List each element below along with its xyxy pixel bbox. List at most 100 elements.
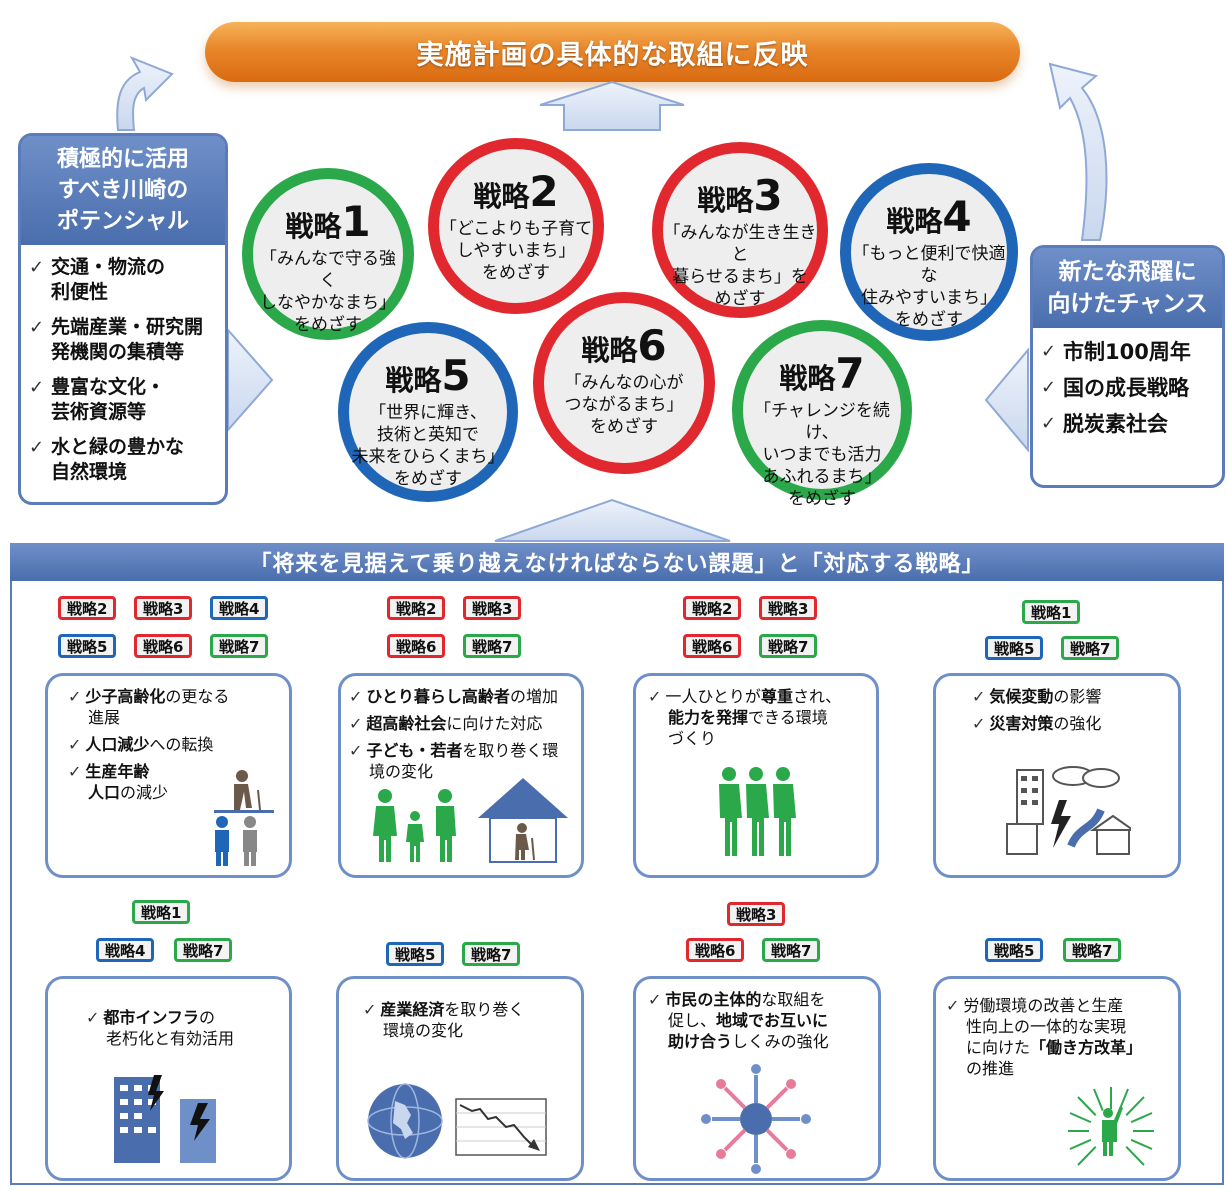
issue-line: の推進	[946, 1058, 1178, 1079]
chance-title: 新たな飛躍に 向けたチャンス	[1033, 248, 1222, 328]
top-banner: 実施計画の具体的な取組に反映	[205, 22, 1020, 82]
tag-strategy-7: 戦略7	[762, 938, 821, 962]
issue-keyword: 生産年齢	[85, 762, 150, 781]
globe-icon	[367, 1083, 443, 1159]
issue-line: に向けた「働き方改革」	[946, 1037, 1178, 1058]
up-arrow-top	[539, 80, 685, 131]
issue-card-7: ✓市民の主体的な取組を 促し、地域でお互いに 助け合うしくみの強化	[633, 976, 881, 1181]
issue-text: しくみの強化	[732, 1032, 829, 1051]
strategy-desc: 「みんなの心が つながるまち」 をめざす	[564, 373, 684, 437]
chance-item: ✓国の成長戦略	[1041, 376, 1189, 400]
issue-text: の強化	[1053, 714, 1102, 733]
strategy-label: 戦略	[581, 334, 638, 367]
strategy-circle-6: 戦略6 「みんなの心が つながるまち」 をめざす	[533, 292, 715, 474]
tag-strategy-3: 戦略3	[759, 596, 818, 620]
right-curve-arrow	[1048, 62, 1108, 241]
tag-strategy-4: 戦略4	[210, 596, 269, 620]
issue-keyword: 子ども・若者	[366, 741, 463, 760]
tag-strategy-2: 戦略2	[387, 596, 446, 620]
strategy-label: 戦略	[779, 362, 836, 395]
issue-text: 環境の変化	[383, 1021, 464, 1040]
issue-line: ✓都市インフラの	[86, 1008, 215, 1027]
potential-item-text: 水と緑の豊かな 自然環境	[51, 436, 185, 483]
issue-keyword: 気候変動	[989, 687, 1054, 706]
issue-line: ✓少子高齢化の更なる	[68, 687, 230, 706]
issue-line: 促し、地域でお互いに	[648, 1010, 878, 1031]
issue-keyword: 能力を発揮	[668, 708, 749, 727]
tag-strategy-1: 戦略1	[1022, 600, 1081, 624]
potential-item-text: 交通・物流の 利便性	[51, 256, 166, 303]
issue-line: づくり	[648, 728, 876, 749]
strategy-label: 戦略	[285, 210, 342, 243]
tag-strategy-3: 戦略3	[727, 902, 786, 926]
strategy-circle-2: 戦略2 「どこよりも子育て しやすいまち」 をめざす	[428, 138, 604, 314]
potential-title: 積極的に活用 すべき川崎の ポテンシャル	[21, 136, 225, 245]
issue-card-8: ✓労働環境の改善と生産 性向上の一体的な実現 に向けた「働き方改革」 の推進	[933, 976, 1181, 1181]
issue-line: ✓一人ひとりが尊重され、	[648, 687, 842, 706]
issue-text: を取り巻く	[444, 1000, 525, 1019]
issue-text: への転換	[149, 735, 214, 754]
left-pointer	[227, 327, 274, 433]
left-curve-arrow	[116, 56, 174, 131]
issue-text: に向けた	[966, 1038, 1031, 1057]
issue-line: ✓ひとり暮らし高齢者の増加	[349, 687, 558, 706]
issue-card-2: ✓ひとり暮らし高齢者の増加 ✓超高齢社会に向けた対応 ✓子ども・若者を取り巻く環…	[338, 673, 584, 878]
chance-item-text: 国の成長戦略	[1063, 376, 1189, 400]
community-circle-icon	[701, 1064, 811, 1174]
chance-box: 新たな飛躍に 向けたチャンス ✓市制100周年 ✓国の成長戦略 ✓脱炭素社会	[1030, 245, 1225, 488]
strategy-number: 4	[942, 192, 972, 241]
issue-keyword: 人口減少	[85, 735, 150, 754]
chance-item-text: 市制100周年	[1063, 340, 1191, 364]
strategy-circle-1: 戦略1 「みんなで守る強く しなやかなまち」 をめざす	[242, 168, 414, 340]
issue-line: ✓産業経済を取り巻く	[363, 1000, 525, 1019]
tag-strategy-7: 戦略7	[462, 942, 521, 966]
strategy-name: 戦略5	[385, 351, 470, 400]
right-pointer	[984, 347, 1029, 453]
flow-arrows	[116, 56, 1108, 542]
strategy-desc: 「どこよりも子育て しやすいまち」 をめざす	[439, 219, 593, 283]
issue-line: 性向上の一体的な実現	[946, 1016, 1178, 1037]
issue-line: ✓生産年齢	[68, 762, 150, 781]
strategy-number: 1	[341, 197, 371, 246]
tag-strategy-3: 戦略3	[463, 596, 522, 620]
issue-line: 助け合うしくみの強化	[648, 1031, 878, 1052]
tag-strategy-6: 戦略6	[683, 634, 742, 658]
issue-keyword: ひとり暮らし高齢者	[366, 687, 510, 706]
issue-text: に向けた対応	[446, 714, 543, 733]
tag-strategy-1: 戦略1	[132, 900, 191, 924]
strategy-name: 戦略6	[581, 321, 666, 370]
issue-text: 性向上の一体的な実現	[966, 1017, 1127, 1036]
tag-strategy-7: 戦略7	[1061, 636, 1120, 660]
strategy-name: 戦略7	[779, 349, 864, 398]
disaster-icon	[1006, 766, 1131, 855]
issue-line: 進展	[68, 707, 289, 728]
issue-keyword: 地域でお互いに	[716, 1011, 829, 1030]
issue-line: ✓労働環境の改善と生産	[946, 996, 1124, 1015]
issue-keyword: 都市インフラ	[103, 1008, 199, 1027]
issue-text: 進展	[88, 708, 121, 727]
issue-card-4: ✓気候変動の影響 ✓災害対策の強化	[933, 673, 1181, 878]
issue-text: な取組を	[761, 990, 826, 1009]
strategy-circle-3: 戦略3 「みんなが生き生きと 暮らせるまち」を めざす	[652, 142, 828, 318]
tag-strategy-5: 戦略5	[58, 634, 117, 658]
issue-keyword: 人口	[88, 783, 121, 802]
issue-keyword: 産業経済	[380, 1000, 445, 1019]
issue-keyword: 助け合う	[668, 1032, 733, 1051]
issue-card-3: ✓一人ひとりが尊重され、 能力を発揮できる環境 づくり	[633, 673, 879, 878]
issue-keyword: 「働き方改革」	[1030, 1038, 1143, 1057]
strategy-desc: 「世界に輝き、 技術と英知で 未来をひらくまち」 をめざす	[351, 403, 505, 489]
issues-header: 「将来を見据えて乗り越えなければならない課題」と「対応する戦略」	[10, 543, 1224, 581]
chance-item-text: 脱炭素社会	[1063, 412, 1168, 436]
declining-graph-icon	[455, 1098, 547, 1156]
strategy-name: 戦略1	[285, 197, 370, 246]
issue-text: 促し、	[668, 1011, 717, 1030]
issue-text: を取り巻く環	[462, 741, 559, 760]
potential-item: ✓豊富な文化・ 芸術資源等	[29, 376, 166, 423]
issue-line: ✓災害対策の強化	[972, 714, 1102, 733]
strategy-number: 5	[441, 351, 471, 400]
potential-item: ✓水と緑の豊かな 自然環境	[29, 436, 185, 483]
aging-infrastructure-icon	[114, 1075, 216, 1163]
elderly-figures-icon	[214, 770, 274, 866]
issue-text: の更なる	[165, 687, 230, 706]
issue-keyword: 少子高齢化	[85, 687, 166, 706]
